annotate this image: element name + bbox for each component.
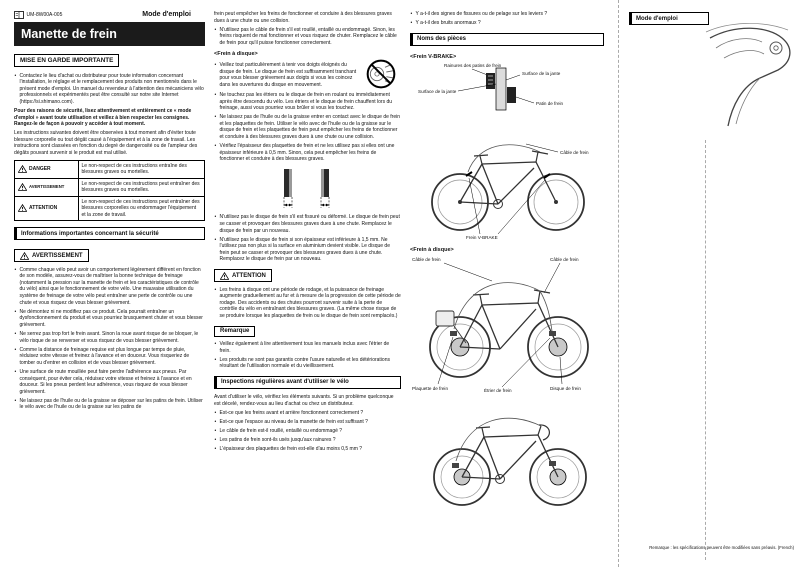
warning-triangle-icon [17,183,27,191]
road-bike-diagram [433,417,587,506]
warning-triangle-icon [17,204,27,213]
table-row: ATTENTION Le non-respect de ces instruct… [14,195,205,222]
warning-bullet: Ne laissez pas de l'huile ou de la grais… [14,398,205,411]
inspection-item: Y a-t-il des signes de fissures ou de pe… [410,11,604,18]
hazard-level-text: Le non-respect de ces instructions entra… [81,162,187,176]
disc-bullet: Ne laissez pas de l'huile ou de la grais… [214,114,401,140]
panel-mode-title: Mode d'emploi [629,12,709,25]
warning-triangle-icon [17,165,27,173]
safety-statement: Pour des raisons de sécurité, lisez atte… [14,107,192,128]
prohibition-icon [366,60,396,89]
diagram-label: Câble de frein [550,257,579,262]
note-tag-label: Remarque [220,328,250,335]
disc-bullet: Ne touchez pas les étriers ou le disque … [214,92,401,112]
disc-bullet: Vérifiez l'épaisseur des plaquettes de f… [214,143,401,163]
safety-info-section-title: Informations importantes concernant la s… [14,227,205,241]
inspection-item: Est-ce que l'espace au niveau de la mane… [214,419,401,426]
book-icon [14,11,24,19]
warning-bullet: Comme chaque vélo peut avoir un comporte… [14,267,205,307]
left-column: UM-8W00A-005 Mode d'emploi Manette de fr… [14,11,205,411]
warning-tag: AVERTISSEMENT [14,249,89,263]
disc-bullet: Veillez tout particulièrement à tenir vo… [214,62,357,88]
inspection-item: L'épaisseur des plaquettes de frein est-… [214,446,401,453]
diagram-label: Surface de la jante [418,89,457,94]
right-panel: Mode d'emploi [629,12,709,28]
inspection-item: Est-ce que les freins avant et arrière f… [214,410,401,417]
attention-tag: ATTENTION [214,269,272,283]
brake-lever-illustration [705,23,791,127]
cable-bullet: N'utilisez pas le câble de frein s'il es… [214,27,401,47]
fold-line [705,140,706,560]
continuation-text: frein peut empêcher les freins de foncti… [214,11,392,24]
hazard-level-text: Le non-respect de ces instructions peut … [81,198,200,218]
disc-bullet: N'utilisez pas le disque de frein s'il e… [214,214,401,234]
diagram-label: Frein V-BRAKE [466,235,498,240]
vbrake-closeup-diagram: Rainures des patins de frein Surface de … [418,63,564,111]
diagram-label: Câble de frein [560,150,589,155]
inspection-intro: Avant d'utiliser le vélo, vérifiez les é… [214,394,394,407]
note-bullet: Veillez également à lire attentivement t… [214,341,401,354]
attention-tag-label: ATTENTION [232,272,266,279]
diagram-label: Patin de frein [536,101,564,106]
hazard-level-label: AVERTISSEMENT [29,184,65,190]
warning-bullet: Une surface de route mouillée peut faire… [14,369,205,395]
parts-section-title: Noms des pièces [410,32,604,46]
table-row: DANGER Le non-respect de ces instruction… [14,159,205,179]
contact-note: Contactez le lieu d'achat ou distributeu… [14,73,205,106]
doc-id: UM-8W00A-005 [14,11,62,19]
disc-bullet: N'utilisez pas le disque de frein si son… [214,237,401,263]
footer-note: Remarque : les spécifications peuvent êt… [649,545,794,550]
note-tag: Remarque [214,325,256,337]
warning-bullet: Comme la distance de freinage requise es… [14,347,205,367]
disc-brake-heading: <Frein à disque> [410,246,454,253]
vbrake-heading: <Frein V-BRAKE> [410,53,457,60]
diagram-label: Surface de la jante [522,71,561,76]
diagram-label: Plaquette de frein [412,386,448,391]
grading-intro: Les instructions suivantes doivent être … [14,130,198,157]
table-row: AVERTISSEMENT Le non-respect de ces inst… [14,177,205,197]
document-header: UM-8W00A-005 Mode d'emploi [14,11,205,19]
hazard-level-text: Le non-respect de ces instructions peut … [81,180,200,194]
disc-brake-heading: <Frein à disque> [214,51,258,58]
hazard-table: DANGER Le non-respect de ces instruction… [14,159,205,222]
middle-column: frein peut empêcher les freins de foncti… [214,11,401,453]
diagram-label: Disque de frein [550,386,581,391]
warning-tag-label: AVERTISSEMENT [32,252,83,259]
inspection-item: Les patins de frein sont-ils usés jusqu'… [214,437,401,444]
inspection-item: Y a-t-il des bruits anormaux ? [410,20,604,27]
right-column: Y a-t-il des signes de fissures ou de pe… [410,11,604,517]
important-notice-title: MISE EN GARDE IMPORTANTE [14,54,120,67]
warning-triangle-icon [20,251,29,260]
page-title: Manette de frein [14,22,205,46]
city-bike-diagram: Câble de frein Frein V-BRAKE [431,143,589,240]
note-bullet: Les produits ne sont pas garantis contre… [214,357,401,370]
doc-number: UM-8W00A-005 [26,12,63,18]
pad-thickness-diagram [283,168,329,208]
trekking-bike-diagram: Câble de frein Câble de frein Plaquette … [412,257,589,393]
fold-line [618,0,619,567]
diagram-label: Étrier de frein [484,387,512,393]
inspection-section-title: Inspections régulières avant d'utiliser … [214,375,401,389]
mode-demploi-label: Mode d'emploi [142,11,191,18]
warning-triangle-icon [220,271,229,280]
inspection-item: Le câble de frein est-il rouillé, entail… [214,428,401,435]
hazard-level-label: DANGER [29,165,51,172]
diagram-label: Rainures des patins de frein [444,63,502,68]
diagram-label: Câble de frein [412,257,441,262]
hazard-level-label: ATTENTION [29,205,58,212]
warning-bullet: Ne serrez pas trop fort le frein avant. … [14,331,205,344]
attention-bullet: Les freins à disque ont une période de r… [214,287,401,320]
warning-bullet: Ne démontez ni ne modifiez pas ce produi… [14,309,205,329]
